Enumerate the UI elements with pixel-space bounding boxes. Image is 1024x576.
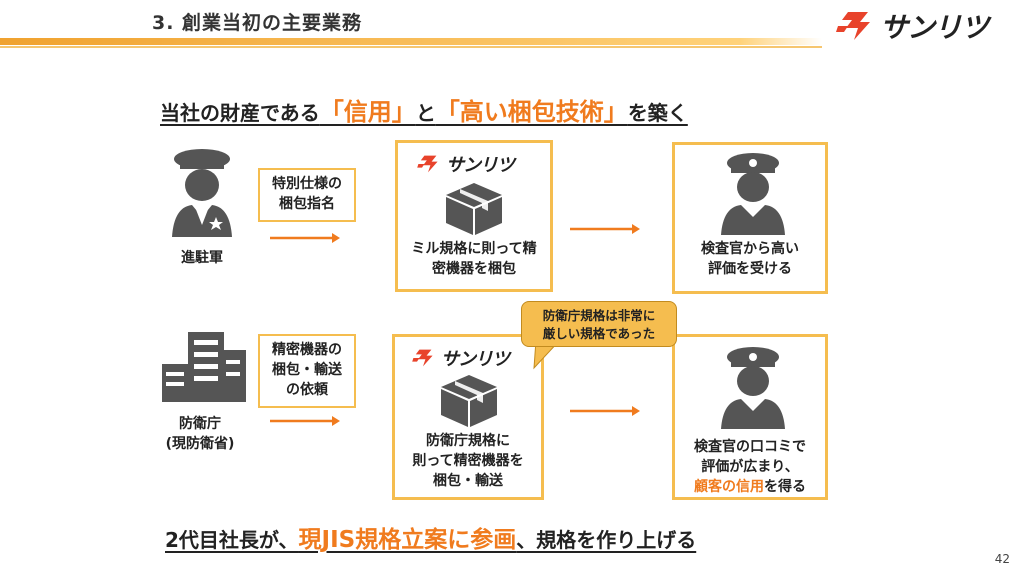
row1-company-text: ミル規格に則って精 密機器を梱包 bbox=[411, 241, 537, 277]
box-icon bbox=[441, 375, 497, 427]
soldier-icon bbox=[172, 149, 232, 237]
logo-mark-icon bbox=[412, 349, 433, 367]
row2-result-highlight: 顧客の信用 bbox=[694, 479, 764, 495]
bottom-part1: 2代目社長が、 bbox=[165, 528, 299, 552]
row1-company-panel: サンリツ ミル規格に則って精 密機器を梱包 bbox=[395, 140, 553, 292]
inspector-icon bbox=[721, 153, 785, 235]
headline-part1: 当社の財産である bbox=[160, 101, 320, 125]
building-icon bbox=[162, 332, 246, 402]
arrow-right-icon bbox=[570, 406, 640, 416]
headline-highlight-packing: 「高い梱包技術」 bbox=[435, 98, 628, 126]
logo-text: サンリツ bbox=[880, 11, 989, 44]
headline-part2: と bbox=[415, 101, 436, 125]
inspector-icon bbox=[721, 347, 785, 429]
row1-actor-text: 進駐軍 bbox=[181, 250, 223, 266]
header-underline-thin bbox=[0, 46, 822, 48]
arrow-right-icon bbox=[270, 416, 340, 426]
header-underline-bar bbox=[0, 38, 822, 45]
headline-part3: を築く bbox=[627, 101, 688, 125]
row2-result-panel: 検査官の口コミで 評価が広まり、顧客の信用を得る bbox=[672, 334, 828, 500]
row2-result-text-1: 検査官の口コミで 評価が広まり、 bbox=[694, 439, 806, 475]
row1-company-logo-text: サンリツ bbox=[446, 155, 515, 176]
headline: 当社の財産である「信用」と「高い梱包技術」を築く bbox=[160, 92, 688, 127]
logo-mark-icon bbox=[836, 12, 870, 40]
row2-request-label: 精密機器の 梱包・輸送 の依頼 bbox=[258, 334, 356, 408]
row1-request-label: 特別仕様の 梱包指名 bbox=[258, 168, 356, 222]
row1-result-panel: 検査官から高い 評価を受ける bbox=[672, 142, 828, 294]
arrow-right-icon bbox=[270, 233, 340, 243]
row2-company-text: 防衛庁規格に 則って精密機器を 梱包・輸送 bbox=[412, 433, 524, 489]
row2-actor-label: 防衛庁 (現防衛省) bbox=[165, 416, 235, 452]
bottom-part2: 、規格を作り上げる bbox=[516, 528, 697, 552]
header-logo: サンリツ bbox=[834, 6, 989, 46]
row2-result-text-2: を得る bbox=[764, 479, 806, 495]
page-title: 3. 創業当初の主要業務 bbox=[152, 12, 363, 34]
row2-company-logo-text: サンリツ bbox=[441, 349, 510, 370]
arrow-right-icon bbox=[570, 224, 640, 234]
row1-actor-label: 進駐軍 bbox=[160, 248, 244, 268]
headline-highlight-trust: 「信用」 bbox=[319, 98, 416, 126]
row1-company-logo: サンリツ bbox=[416, 151, 515, 177]
callout-bubble: 防衛庁規格は非常に 厳しい規格であった bbox=[521, 301, 677, 347]
row2-result-text: 検査官の口コミで 評価が広まり、顧客の信用を得る bbox=[675, 437, 825, 497]
row2-company-panel: サンリツ 防衛庁規格に 則って精密機器を 梱包・輸送 bbox=[392, 334, 544, 500]
row1-result-text: 検査官から高い 評価を受ける bbox=[701, 241, 799, 277]
bottom-statement: 2代目社長が、現JIS規格立案に参画、規格を作り上げる bbox=[165, 520, 696, 554]
logo-mark-icon bbox=[417, 155, 438, 173]
row2-company-logo: サンリツ bbox=[411, 345, 510, 371]
bottom-highlight: 現JIS規格立案に参画 bbox=[298, 527, 517, 553]
box-icon bbox=[446, 183, 502, 235]
page-number: 42 bbox=[994, 552, 1010, 566]
